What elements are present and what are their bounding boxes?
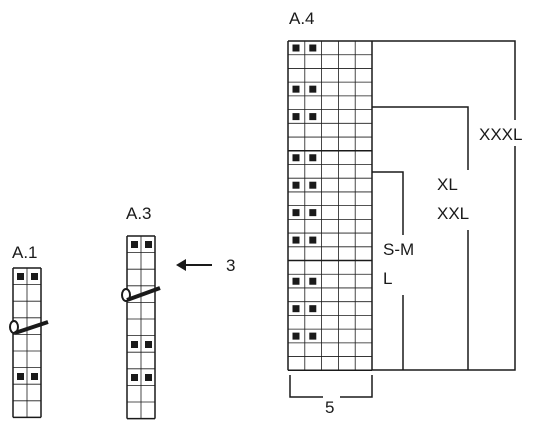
chart-a4-filled-square	[292, 113, 300, 121]
yarn-over-slash-icon	[9, 320, 49, 335]
chart-a4-filled-square	[292, 44, 300, 52]
chart-a4-filled-square	[309, 44, 317, 52]
chart-a3-arrow-text: 3	[226, 256, 235, 275]
chart-a4-filled-square	[292, 332, 300, 340]
chart-a3-grid	[126, 235, 156, 420]
chart-a4-filled-square	[292, 181, 300, 189]
chart-a4-filled-square	[309, 209, 317, 217]
yarn-over-slash-icon	[121, 286, 161, 302]
chart-a4-filled-square	[292, 305, 300, 313]
chart-a4: A.4 XXXL XL XXL S-M L 5	[287, 9, 545, 417]
size-brackets	[289, 40, 516, 398]
size-label-s-m: S-M	[383, 240, 414, 259]
chart-a4-filled-square	[309, 236, 317, 244]
size-label-xxl: XXL	[437, 204, 469, 223]
chart-a4-symbols	[292, 44, 317, 340]
chart-a3-filled-square	[131, 241, 138, 248]
chart-a3-filled-square	[145, 374, 152, 381]
chart-a3-symbols	[121, 241, 161, 381]
chart-a1: A.1	[9, 243, 49, 419]
arrow-left-icon	[176, 259, 212, 271]
chart-a1-label: A.1	[12, 243, 38, 262]
bracket-xxxl	[372, 40, 516, 371]
chart-a4-filled-square	[309, 181, 317, 189]
chart-a1-grid	[12, 267, 42, 419]
chart-a3-filled-square	[131, 341, 138, 348]
chart-a4-grid	[287, 40, 373, 372]
chart-a1-symbols	[9, 273, 49, 380]
bracket-bottom-left	[289, 375, 323, 398]
bracket-xl-xxl	[372, 106, 469, 370]
chart-a4-filled-square	[292, 236, 300, 244]
size-label-xl: XL	[437, 175, 458, 194]
chart-a4-filled-square	[292, 154, 300, 162]
chart-a4-label: A.4	[289, 9, 315, 28]
chart-a1-filled-square	[17, 373, 24, 380]
chart-a4-filled-square	[309, 85, 317, 93]
bracket-s-m-l	[372, 171, 404, 370]
chart-a3: A.3 3	[121, 204, 235, 420]
chart-a4-filled-square	[309, 113, 317, 121]
chart-a1-filled-square	[31, 373, 38, 380]
chart-a3-label: A.3	[126, 204, 152, 223]
chart-a4-filled-square	[309, 332, 317, 340]
chart-a4-bottom-label: 5	[325, 398, 334, 417]
chart-a4-filled-square	[292, 277, 300, 285]
chart-a1-filled-square	[31, 273, 38, 280]
chart-a3-filled-square	[145, 341, 152, 348]
size-label-l: L	[383, 269, 392, 288]
chart-a4-filled-square	[292, 209, 300, 217]
chart-a1-filled-square	[17, 273, 24, 280]
size-label-xxxl: XXXL	[479, 125, 522, 144]
chart-a4-filled-square	[309, 305, 317, 313]
bracket-bottom-right	[340, 375, 373, 398]
chart-a4-filled-square	[292, 85, 300, 93]
chart-a4-filled-square	[309, 277, 317, 285]
chart-a3-filled-square	[131, 374, 138, 381]
chart-a3-filled-square	[145, 241, 152, 248]
chart-a4-filled-square	[309, 154, 317, 162]
